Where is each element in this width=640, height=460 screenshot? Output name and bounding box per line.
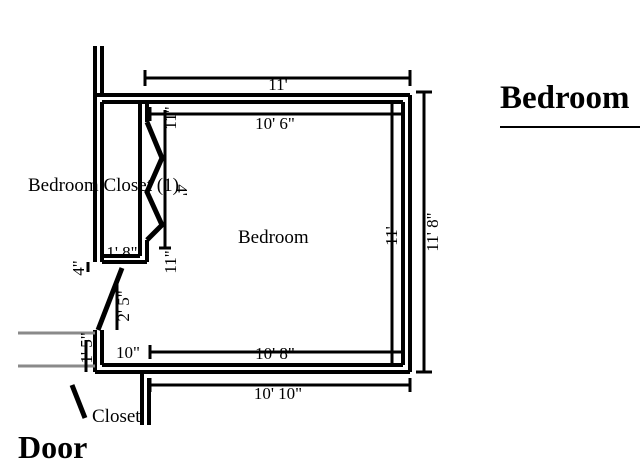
room-label-bedroom: Bedroom	[238, 227, 309, 248]
bedroom-walls	[93, 93, 412, 425]
room-label-closet-lower: Closet	[92, 406, 141, 427]
dim-right-inner: 11'	[382, 226, 401, 245]
dim-bottom-inner: 10' 8"	[255, 344, 295, 363]
door-label: Door	[18, 429, 87, 460]
bedroom-door	[95, 267, 125, 331]
dim-closet-span: 4'	[172, 184, 191, 196]
dim-top-outer: 11'	[268, 75, 287, 94]
dim-bottom-outer: 10' 10"	[254, 384, 302, 403]
dim-door-swing: 2' 5"	[114, 290, 133, 321]
dim-closet-depth: 1' 8"	[106, 243, 137, 262]
dim-closet-top-vertical: 11"	[161, 106, 180, 129]
side-title: Bedroom	[500, 80, 630, 116]
exterior-door-frame	[18, 331, 95, 368]
dim-door-offset: 1' 5"	[77, 332, 96, 363]
dim-top-inner: 10' 6"	[255, 114, 295, 133]
dim-bottom-left: 10"	[116, 343, 140, 362]
closet-bifold-door	[144, 121, 165, 242]
room-label-closet: Bedroom Closet (1)	[28, 175, 179, 196]
dim-right-outer: 11' 8"	[423, 212, 442, 251]
dimension-lines	[84, 70, 432, 392]
dim-closet-bottom-vertical: 11"	[161, 250, 180, 273]
dim-wall-segment: 4"	[69, 260, 88, 275]
lower-door-swing	[69, 384, 88, 419]
